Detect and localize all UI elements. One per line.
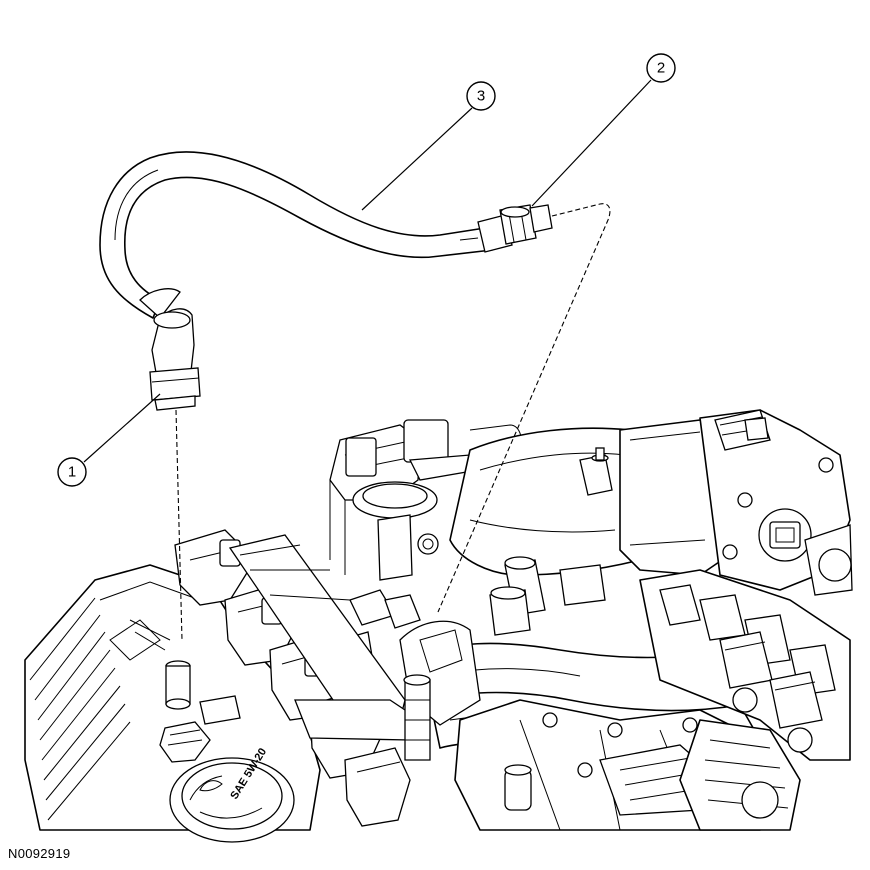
fuel-rail xyxy=(228,534,421,741)
callout-2-label: 2 xyxy=(657,60,665,77)
throttle-body xyxy=(619,409,853,596)
callout-1-label: 1 xyxy=(68,464,76,481)
engine-assembly: SAE 5W-20 xyxy=(24,409,853,843)
air-inlet-tube xyxy=(449,427,641,636)
figure-id: N0092919 xyxy=(8,846,71,861)
right-bank xyxy=(639,569,851,761)
alternator xyxy=(679,719,801,831)
egr-valve xyxy=(329,419,523,629)
hose-fitting-lower xyxy=(139,288,201,411)
callout-3: 3 xyxy=(361,81,496,211)
oil-filler-cap: SAE 5W-20 xyxy=(169,746,295,843)
pcv-port xyxy=(159,660,241,763)
callout-1: 1 xyxy=(57,393,161,487)
callout-2: 2 xyxy=(531,53,676,207)
pcv-hose-assembly xyxy=(99,151,611,641)
pcv-hose xyxy=(99,151,493,319)
callout-3-label: 3 xyxy=(477,88,485,105)
hose-fitting-upper xyxy=(477,204,553,253)
